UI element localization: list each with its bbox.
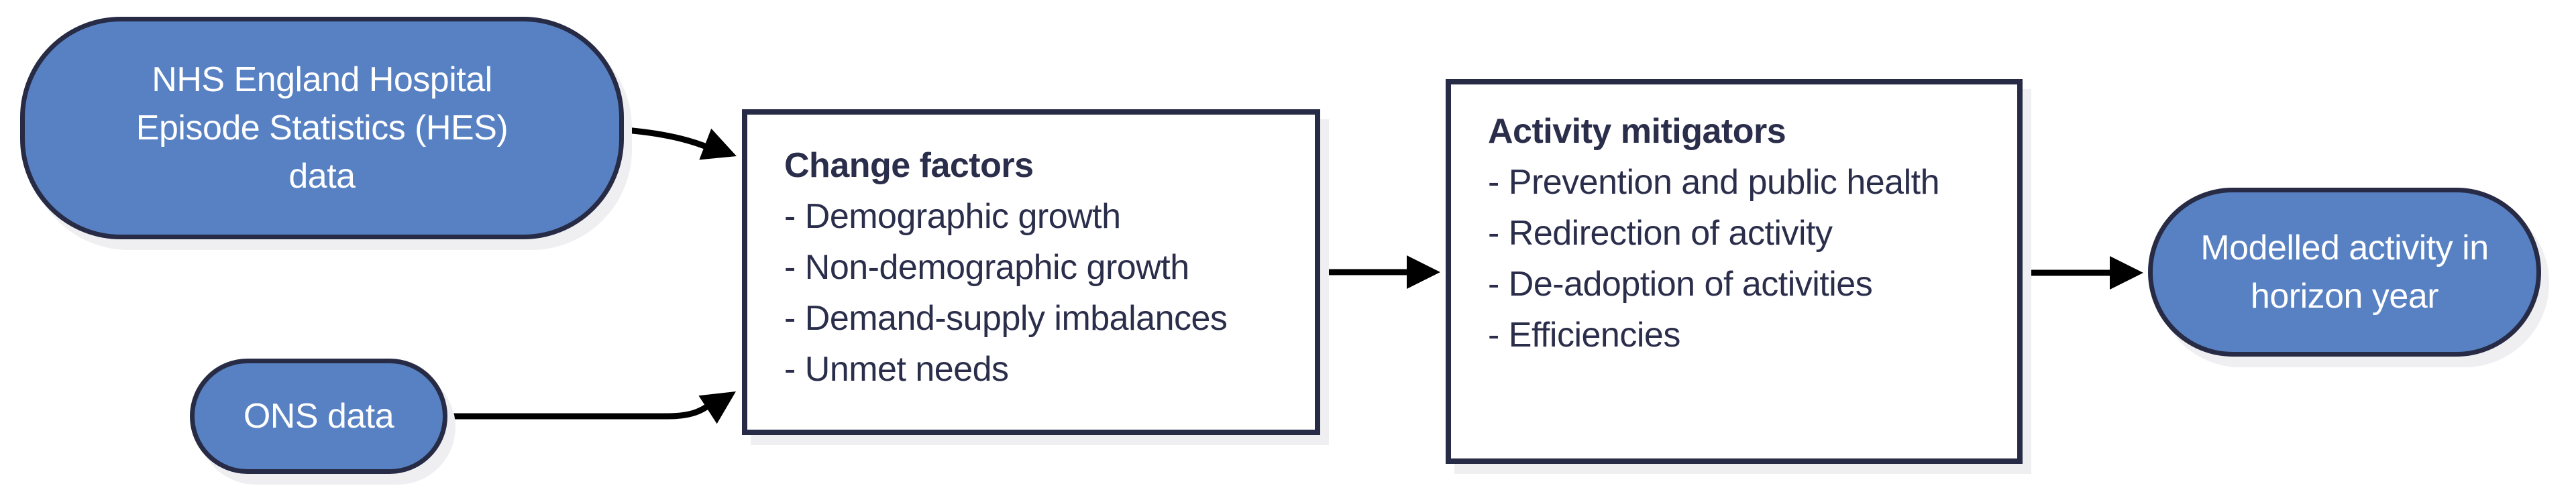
arrow-change-to-mitigators <box>1322 255 1440 289</box>
panel-activity-mitigators: Activity mitigators - Prevention and pub… <box>1446 79 2023 464</box>
node-modelled-activity-label: Modelled activity in horizon year <box>2200 229 2489 316</box>
list-item: - Unmet needs <box>784 350 1009 389</box>
list-item: - Prevention and public health <box>1488 163 1940 202</box>
panel-change-factors-title: Change factors <box>784 146 1034 185</box>
node-hes-data: NHS England Hospital Episode Statistics … <box>20 17 624 239</box>
node-ons-data: ONS data <box>190 359 447 474</box>
node-hes-data-label: NHS England Hospital Episode Statistics … <box>136 60 508 196</box>
panel-change-factors: Change factors - Demographic growth - No… <box>742 109 1320 435</box>
list-item: - De-adoption of activities <box>1488 265 1873 304</box>
arrow-mitigators-to-modelled <box>2024 256 2143 290</box>
arrow-hes-to-change-factors <box>625 127 737 160</box>
list-item: - Non-demographic growth <box>784 248 1189 287</box>
panel-activity-mitigators-title: Activity mitigators <box>1488 112 1786 151</box>
list-item: - Redirection of activity <box>1488 214 1833 253</box>
panel-activity-mitigators-list: - Prevention and public health - Redirec… <box>1488 157 1980 361</box>
list-item: - Demand-supply imbalances <box>784 299 1228 338</box>
arrow-ons-to-change-factors <box>448 391 736 424</box>
node-modelled-activity: Modelled activity in horizon year <box>2148 188 2541 357</box>
list-item: - Demographic growth <box>784 197 1121 236</box>
panel-change-factors-list: - Demographic growth - Non-demographic g… <box>784 191 1278 395</box>
node-ons-data-label: ONS data <box>243 397 394 436</box>
list-item: - Efficiencies <box>1488 316 1680 355</box>
